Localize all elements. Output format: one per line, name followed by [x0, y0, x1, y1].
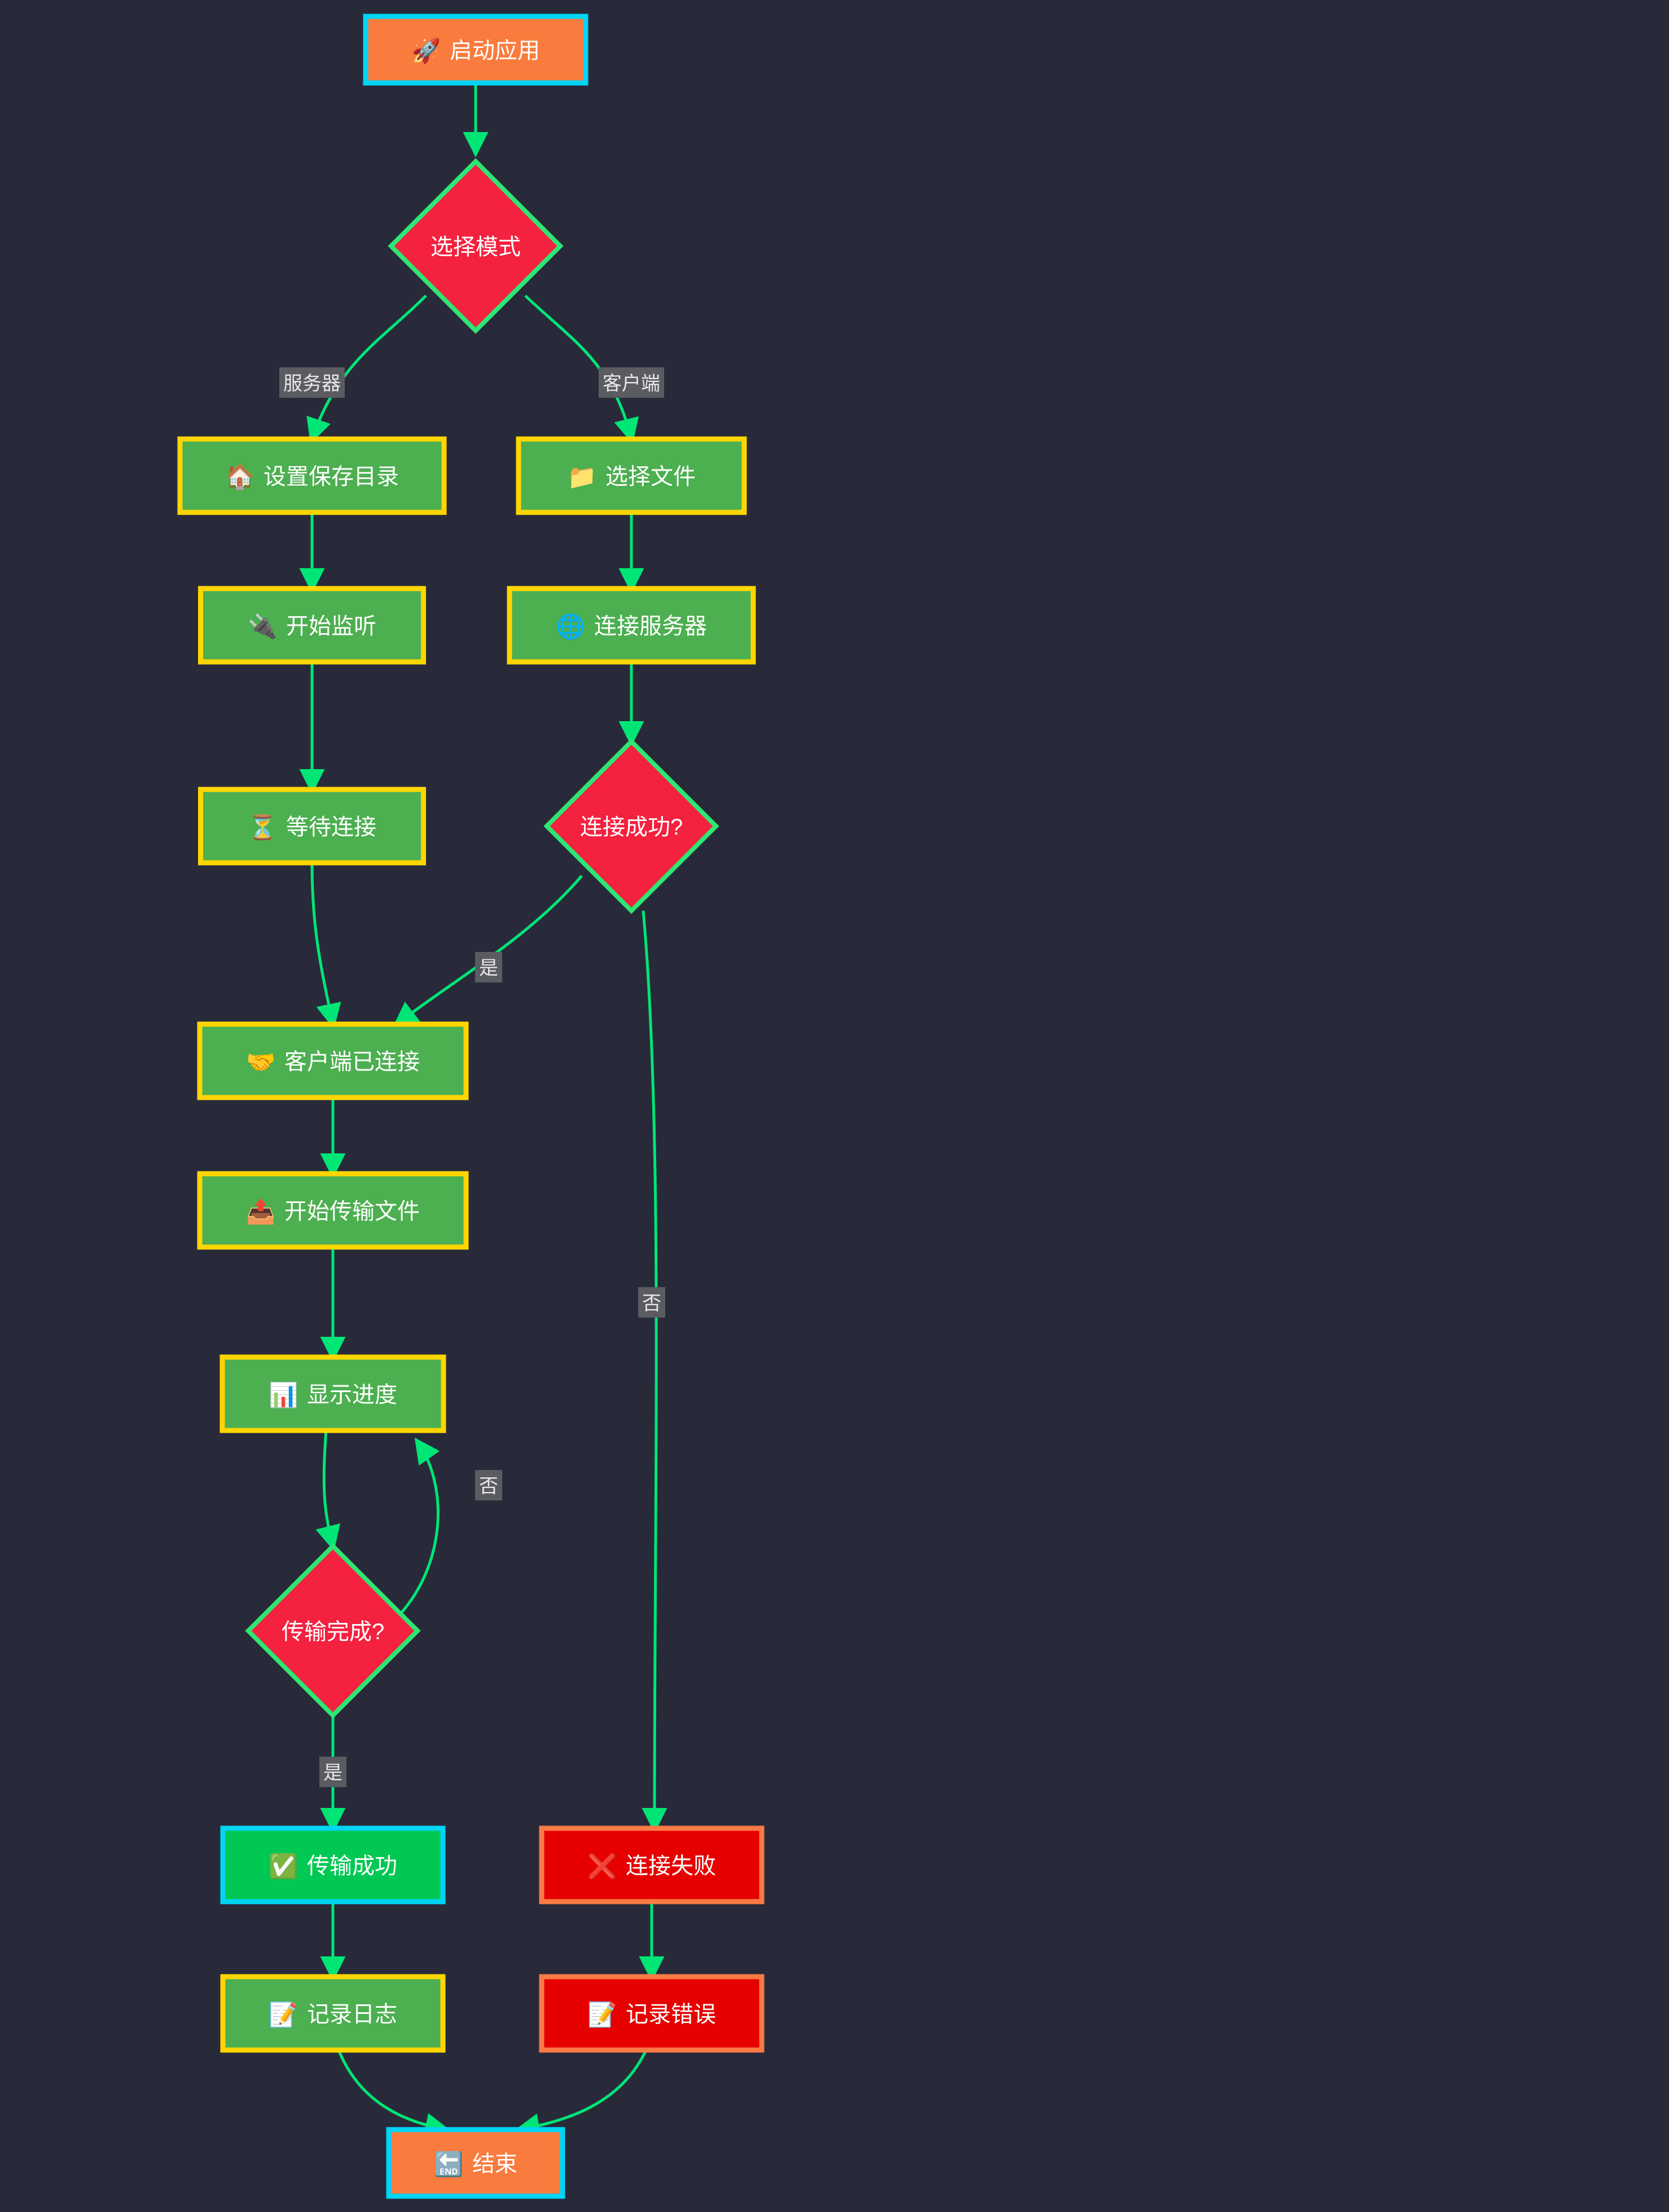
edge-done-to-progress — [381, 1437, 440, 1632]
edges-layer — [299, 83, 667, 2139]
edge-label-mode-to-selectfile: 客户端 — [599, 367, 664, 398]
node-shape-log — [220, 1974, 446, 2053]
edge-label-text: 客户端 — [603, 373, 660, 394]
node-label-success: 传输成功 — [307, 1854, 397, 1879]
node-label-clientconn: 客户端已连接 — [284, 1050, 420, 1074]
globe-icon: 🌐 — [556, 613, 585, 640]
node-shape-listen — [198, 586, 426, 665]
edge-label-bg — [475, 1470, 502, 1500]
node-label-connok: 连接成功? — [580, 815, 683, 840]
edge-label-bg — [638, 1287, 665, 1318]
node-mode[interactable]: 选择模式 — [388, 158, 564, 334]
node-connect[interactable]: 🌐 连接服务器 — [507, 586, 756, 665]
node-label-wait: 等待连接 — [286, 815, 376, 840]
edge-connok-to-clientconn — [392, 875, 583, 1028]
handshake-icon: 🤝 — [246, 1048, 275, 1076]
edge-label-bg — [475, 952, 502, 982]
node-fail[interactable]: ❌ 连接失败 — [539, 1825, 765, 1904]
node-label-listen: 开始监听 — [286, 614, 376, 639]
node-shape-progress — [219, 1354, 446, 1433]
node-success[interactable]: ✅ 传输成功 — [220, 1825, 446, 1904]
node-shape-transfer — [197, 1171, 469, 1250]
rocket-icon: 🚀 — [411, 37, 441, 65]
folder-icon: 📁 — [567, 463, 596, 491]
edge-log-to-end — [337, 2049, 451, 2138]
house-icon: 🏠 — [225, 463, 254, 491]
edge-label-done-to-success: 是 — [319, 1757, 346, 1787]
edge-mode-to-selectfile — [524, 295, 639, 444]
edge-wait-to-clientconn — [310, 862, 341, 1029]
node-selectfile[interactable]: 📁 选择文件 — [516, 436, 747, 515]
check-mark-icon: ✅ — [269, 1853, 298, 1880]
node-shape-wait — [198, 787, 426, 866]
hourglass-icon: ⏳ — [248, 814, 277, 841]
edge-labels-layer: 服务器客户端是否否是 — [279, 367, 665, 1787]
bar-chart-icon: 📊 — [269, 1381, 298, 1409]
plug-icon: 🔌 — [248, 613, 277, 640]
node-shape-logerr — [539, 1974, 765, 2053]
edge-label-text: 否 — [479, 1476, 498, 1497]
edge-label-done-to-progress: 否 — [475, 1470, 502, 1500]
node-shape-selectfile — [516, 436, 747, 515]
node-end[interactable]: 🔚 结束 — [386, 2127, 565, 2199]
end-arrow-icon: 🔚 — [434, 2150, 463, 2178]
node-logerr[interactable]: 📝 记录错误 — [539, 1974, 765, 2053]
node-label-selectfile: 选择文件 — [605, 464, 696, 489]
node-shape-mode — [388, 158, 564, 334]
memo-icon: 📝 — [587, 2001, 617, 2029]
edge-label-text: 否 — [642, 1293, 661, 1314]
edge-label-connok-to-clientconn: 是 — [475, 952, 502, 982]
node-shape-end — [386, 2127, 565, 2199]
node-start[interactable]: 🚀 启动应用 — [363, 14, 588, 86]
node-log[interactable]: 📝 记录日志 — [220, 1974, 446, 2053]
node-connok[interactable]: 连接成功? — [543, 738, 719, 914]
edge-logerr-to-end — [514, 2049, 648, 2139]
node-listen[interactable]: 🔌 开始监听 — [198, 586, 426, 665]
node-progress[interactable]: 📊 显示进度 — [219, 1354, 446, 1433]
node-label-transfer: 开始传输文件 — [284, 1199, 420, 1224]
node-transfer[interactable]: 📤 开始传输文件 — [197, 1171, 469, 1250]
edge-label-bg — [599, 367, 664, 398]
edge-mode-to-setdir — [306, 295, 427, 444]
memo-icon: 📝 — [269, 2001, 298, 2029]
node-shape-clientconn — [197, 1021, 469, 1100]
node-done[interactable]: 传输完成? — [245, 1543, 421, 1719]
edge-progress-to-done — [315, 1430, 341, 1551]
node-label-progress: 显示进度 — [307, 1382, 397, 1407]
node-label-logerr: 记录错误 — [626, 2002, 716, 2027]
edge-connok-to-fail — [642, 910, 667, 1834]
node-wait[interactable]: ⏳ 等待连接 — [198, 787, 426, 866]
node-label-mode: 选择模式 — [431, 235, 521, 260]
edge-label-text: 是 — [323, 1762, 342, 1784]
node-shape-fail — [539, 1825, 765, 1904]
node-label-start: 启动应用 — [450, 38, 540, 63]
edge-label-text: 是 — [479, 958, 498, 979]
node-setdir[interactable]: 🏠 设置保存目录 — [177, 436, 447, 515]
node-label-log: 记录日志 — [307, 2002, 397, 2027]
edge-label-connok-to-fail: 否 — [638, 1287, 665, 1318]
edge-label-bg — [279, 367, 345, 398]
node-label-connect: 连接服务器 — [594, 614, 707, 639]
node-shape-connok — [543, 738, 719, 914]
node-clientconn[interactable]: 🤝 客户端已连接 — [197, 1021, 469, 1100]
outbox-tray-icon: 📤 — [246, 1198, 275, 1226]
node-label-setdir: 设置保存目录 — [263, 464, 399, 489]
node-label-end: 结束 — [472, 2152, 517, 2176]
node-shape-connect — [507, 586, 756, 665]
edge-label-bg — [319, 1757, 346, 1787]
node-shape-success — [220, 1825, 446, 1904]
cross-mark-icon: ❌ — [587, 1853, 617, 1881]
node-shape-done — [245, 1543, 421, 1719]
edge-label-text: 服务器 — [283, 373, 341, 394]
node-label-done: 传输完成? — [282, 1620, 384, 1644]
edge-label-mode-to-setdir: 服务器 — [279, 367, 345, 398]
node-label-fail: 连接失败 — [626, 1854, 716, 1879]
node-shape-setdir — [177, 436, 447, 515]
node-shape-start — [363, 14, 588, 86]
